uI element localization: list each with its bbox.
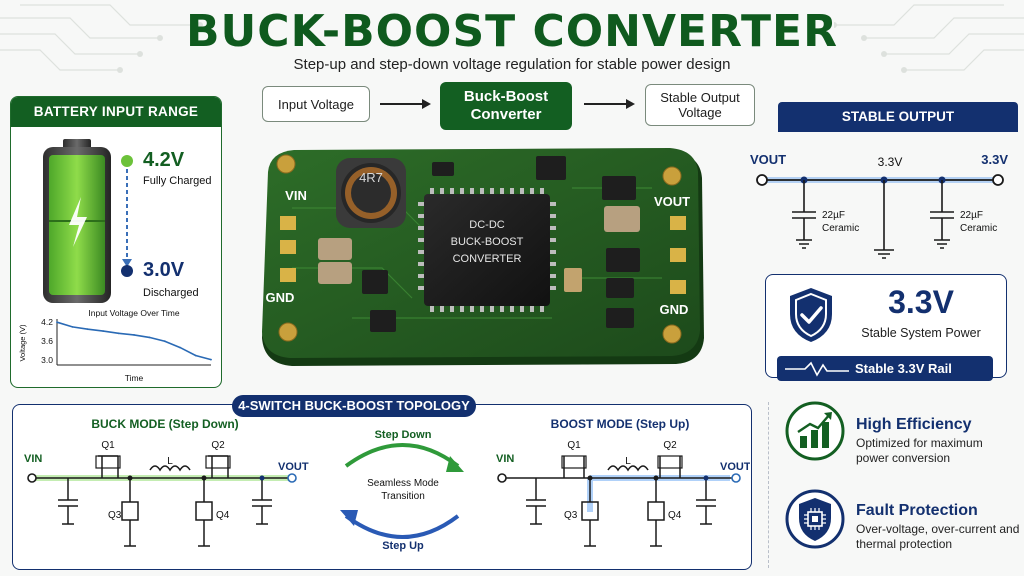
chip-shield-icon (785, 489, 845, 549)
chart-point (179, 346, 182, 349)
buck-q2-label: Q2 (211, 440, 225, 451)
feature-efficiency-title: High Efficiency (856, 416, 972, 433)
pcb-gnd-right-label: GND (660, 302, 689, 317)
battery-input-panel: BATTERY INPUT RANGE 4.2V Fully Charged 3… (10, 96, 222, 388)
chart-point (71, 326, 74, 328)
boost-inductor-label: L (625, 456, 631, 467)
transition-label-line1: Seamless Mode (367, 478, 439, 489)
vout-schematic-label: VOUT (750, 152, 786, 167)
input-voltage-chart: Input Voltage Over Time 4.2 3.6 3.0 Voltage … (18, 309, 212, 383)
chip-line-2: BUCK-BOOST (451, 236, 524, 248)
stable-voltage-value: 3.3V (888, 284, 954, 320)
flow-arrow-2 (584, 99, 635, 109)
step-down-label: Step Down (375, 429, 432, 441)
boost-vout-label: VOUT (720, 461, 750, 473)
chart-point (56, 321, 58, 324)
buck-vin-label: VIN (24, 453, 42, 465)
buck-mode-schematic: BUCK MODE (Step Down) VIN VOUT Q1 L Q2 Q… (24, 417, 309, 547)
flow-input-label: Input Voltage (278, 96, 354, 112)
chart-point (117, 332, 120, 335)
stable-rail-label: Stable 3.3V Rail (855, 361, 952, 376)
feature-fault-desc: Over-voltage, over-current and thermal p… (856, 522, 1020, 551)
chart-title: Input Voltage Over Time (88, 309, 179, 318)
cap2-type: Ceramic (960, 223, 997, 234)
page-title: BUCK-BOOST CONVERTER (186, 6, 838, 57)
chart-point (133, 334, 135, 336)
chart-y-label: Voltage (V) (18, 324, 27, 362)
chart-y-tick: 3.6 (41, 336, 53, 346)
mode-transition-diagram: Step Down Seamless Mode Transition Step … (340, 429, 464, 552)
output-rail-schematic: VOUT 3.3V 3.3V 22µF Ceramic 22µF Ceramic (750, 152, 1008, 259)
transition-label-line2: Transition (381, 491, 425, 502)
shield-check-icon (790, 288, 832, 342)
bar-chart-icon (785, 401, 845, 461)
rail-voltage-label: 3.3V (878, 155, 903, 169)
stable-output-heading: STABLE OUTPUT (778, 102, 1018, 132)
boost-q4-label: Q4 (668, 510, 682, 521)
pcb-gnd-left-label: GND (266, 290, 295, 305)
flow-output-label: Stable Output Voltage (660, 90, 740, 120)
charge-level-indicator (121, 155, 133, 277)
cap1-value: 22µF (822, 210, 845, 221)
chart-point (102, 330, 105, 332)
buck-q4-label: Q4 (216, 510, 230, 521)
chart-series-line (56, 321, 212, 361)
flow-converter-label: Buck-Boost Converter (463, 88, 549, 123)
flow-arrow-1 (380, 99, 431, 109)
buck-vout-label: VOUT (278, 461, 309, 473)
page-subtitle: Step-up and step-down voltage regulation… (293, 56, 731, 73)
pcb-inductor-label: 4R7 (359, 170, 383, 185)
output-voltage-label: 3.3V (981, 152, 1008, 167)
chart-point (86, 328, 89, 331)
discharged-label: Discharged (143, 287, 199, 299)
chip-line-1: DC-DC (469, 219, 504, 231)
circuit-trace-decoration-right (834, 4, 1024, 73)
buck-q3-label: Q3 (108, 510, 122, 521)
chart-point (163, 340, 166, 343)
step-up-label: Step Up (382, 540, 424, 552)
boost-mode-title: BOOST MODE (Step Up) (551, 417, 690, 431)
flow-stable-output-box: Stable Output Voltage (645, 84, 755, 126)
stable-rail-bar: Stable 3.3V Rail (777, 356, 993, 381)
topology-panel (12, 404, 752, 570)
pcb-vin-label: VIN (285, 188, 307, 203)
pcb-module-image: 4R7 DC-DC BUCK-BOOST CONVERTER VIN GND V… (262, 148, 704, 366)
boost-vin-label: VIN (496, 453, 514, 465)
boost-q1-label: Q1 (567, 440, 581, 451)
feature-fault-title: Fault Protection (856, 502, 978, 519)
chart-x-label: Time (125, 373, 144, 383)
topology-heading: 4-SWITCH BUCK-BOOST TOPOLOGY (232, 395, 476, 417)
full-charge-value: 4.2V (143, 149, 185, 171)
full-charge-label: Fully Charged (143, 175, 212, 187)
flow-input-voltage-box: Input Voltage (262, 86, 370, 122)
boost-q2-label: Q2 (663, 440, 677, 451)
boost-mode-schematic: BOOST MODE (Step Up) VIN VOUT Q1 L Q2 Q3… (496, 417, 750, 547)
buck-mode-title: BUCK MODE (Step Down) (91, 417, 238, 431)
chart-point (210, 358, 212, 361)
waveform-icon (785, 361, 849, 377)
cap2-value: 22µF (960, 210, 983, 221)
feature-divider (768, 402, 769, 568)
chart-y-tick: 4.2 (41, 317, 53, 327)
pcb-vout-label: VOUT (654, 194, 690, 209)
boost-q3-label: Q3 (564, 510, 578, 521)
flow-converter-box: Buck-Boost Converter (440, 82, 572, 130)
chip-line-3: CONVERTER (453, 253, 522, 265)
discharged-value: 3.0V (143, 259, 185, 281)
feature-efficiency-desc: Optimized for maximum power conversion (856, 436, 983, 465)
battery-icon (43, 139, 111, 303)
circuit-trace-decoration-left (0, 4, 203, 73)
buck-inductor-label: L (167, 456, 173, 467)
cap1-type: Ceramic (822, 223, 859, 234)
stable-voltage-label: Stable System Power (861, 326, 981, 340)
battery-panel-heading: BATTERY INPUT RANGE (11, 97, 221, 127)
chart-point (194, 354, 197, 357)
buck-q1-label: Q1 (101, 440, 115, 451)
chart-y-tick: 3.0 (41, 355, 53, 365)
chart-point (148, 336, 151, 339)
